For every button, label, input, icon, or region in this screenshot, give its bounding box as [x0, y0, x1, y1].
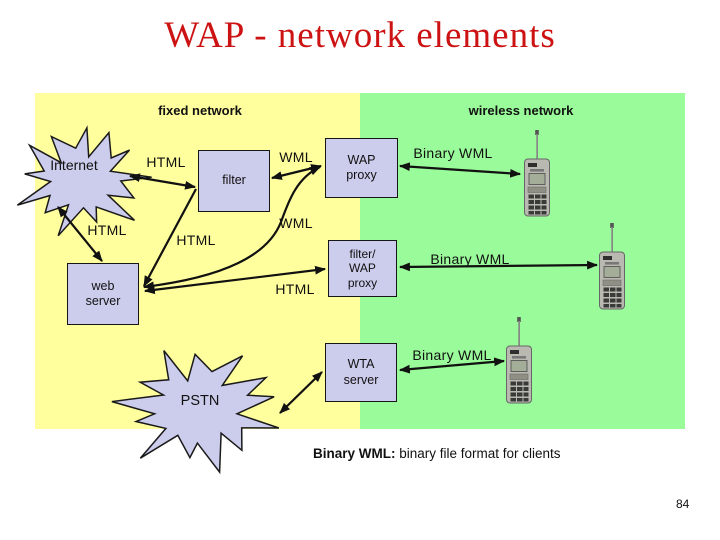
edge-label-wml: WML	[279, 215, 313, 231]
internet-label: Internet	[50, 157, 98, 173]
filter-wap-proxy-node: filter/ WAP proxy	[328, 240, 397, 297]
internet-starburst	[16, 125, 152, 237]
caption-rest: binary file format for clients	[395, 446, 561, 461]
arrow-pstn-wta-server	[279, 371, 323, 414]
wireless-network-label: wireless network	[468, 103, 574, 118]
edge-label-html: HTML	[275, 281, 315, 297]
caption-lead: Binary WML:	[313, 446, 396, 461]
web-server-node: web server	[67, 263, 139, 325]
arrow-internet-web-server	[57, 206, 103, 262]
arrow-internet-filter	[128, 173, 197, 190]
pstn-starburst	[111, 350, 280, 475]
edge-label-html: HTML	[87, 222, 127, 238]
edge-label-binary-wml: Binary WML	[413, 145, 493, 161]
fixed-network-label: fixed network	[158, 103, 242, 118]
edge-label-binary-wml: Binary WML	[430, 251, 510, 267]
arrow-filter-wap-proxy	[270, 164, 323, 180]
edge-label-binary-wml: Binary WML	[412, 347, 492, 363]
arrow-wap-proxy-phone	[398, 162, 522, 178]
arrow-wta-server-phone	[398, 357, 506, 374]
pstn-label: PSTN	[180, 393, 220, 409]
arrow-filter-wap-proxy-phone	[398, 260, 599, 272]
mobile-phone-icon	[506, 316, 532, 404]
slide-title: WAP - network elements	[164, 15, 556, 56]
caption: Binary WML: binary file format for clien…	[313, 446, 561, 461]
wta-server-node: WTA server	[325, 343, 397, 402]
page-number: 84	[676, 497, 690, 511]
edge-label-html: HTML	[176, 232, 216, 248]
mobile-phone-icon	[599, 222, 625, 310]
arrow-web-server-filter-wap-proxy	[143, 265, 327, 295]
edge-label-html: HTML	[146, 154, 186, 170]
filter-node: filter	[198, 150, 270, 212]
edge-label-wml: WML	[279, 149, 313, 165]
mobile-phone-icon	[524, 129, 550, 217]
wap-proxy-node: WAP proxy	[325, 138, 398, 198]
